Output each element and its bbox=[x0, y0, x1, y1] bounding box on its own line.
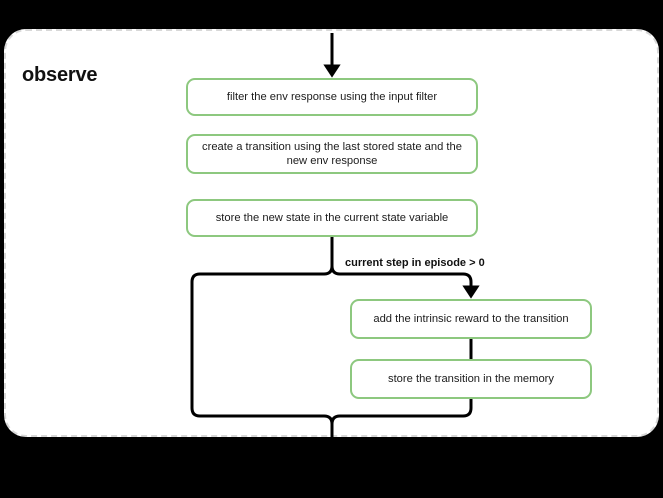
node-label: filter the env response using the input … bbox=[226, 91, 438, 103]
node-store-new-state[interactable]: store the new state in the current state… bbox=[186, 199, 478, 237]
node-label: create a transition using the last store… bbox=[202, 141, 462, 167]
node-label: store the transition in the memory bbox=[387, 373, 555, 385]
condition-label: current step in episode > 0 bbox=[345, 257, 485, 269]
page-title: observe bbox=[22, 64, 98, 86]
node-filter-env-response[interactable]: filter the env response using the input … bbox=[186, 78, 478, 116]
node-create-transition[interactable]: create a transition using the last store… bbox=[186, 134, 478, 174]
node-label: add the intrinsic reward to the transiti… bbox=[373, 313, 569, 325]
node-label: store the new state in the current state… bbox=[215, 212, 449, 224]
node-store-transition-memory[interactable]: store the transition in the memory bbox=[350, 359, 592, 399]
node-add-intrinsic-reward[interactable]: add the intrinsic reward to the transiti… bbox=[350, 299, 592, 339]
